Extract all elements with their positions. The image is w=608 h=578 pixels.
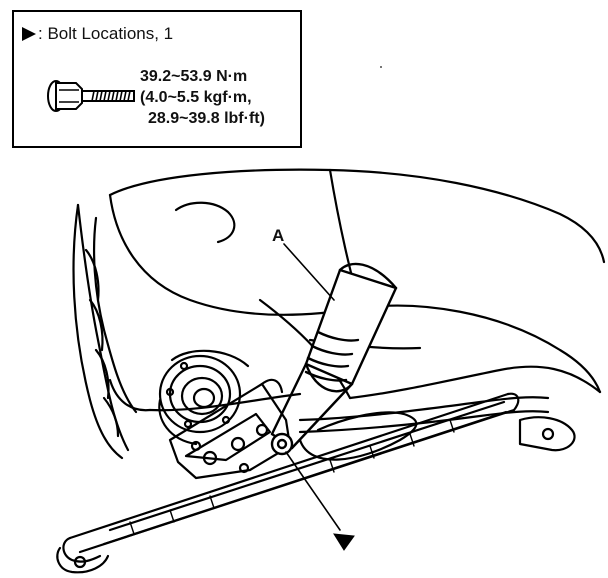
- scan-speck: [380, 66, 382, 68]
- legend-title-text: : Bolt Locations, 1: [38, 24, 174, 43]
- recliner-bracket: [168, 378, 292, 480]
- torque-lbfft: 28.9~39.8 lbf·ft): [148, 110, 265, 127]
- bolt-location-leader: [285, 451, 341, 531]
- recliner-mechanism: [158, 349, 250, 446]
- bolt-legend-box: : Bolt Locations, 1 39.2~53.9 N·m (4.0~5…: [12, 10, 302, 148]
- legend-title: : Bolt Locations, 1: [22, 24, 173, 44]
- bolt-location-arrow-icon: [333, 533, 355, 551]
- torque-kgfm: (4.0~5.5 kgf·m,: [140, 89, 252, 106]
- rail-foot-bracket: [518, 416, 576, 452]
- rail-front-foot: [56, 546, 110, 574]
- seat-back-outline: [72, 203, 152, 460]
- slide-rail: [62, 392, 520, 563]
- bolt-location-marker-icon: [22, 27, 36, 41]
- torque-spec: 39.2~53.9 N·m (4.0~5.5 kgf·m, 28.9~39.8 …: [140, 66, 265, 129]
- torque-nm: 39.2~53.9 N·m: [140, 68, 248, 85]
- buckle-anchor-bolt: [270, 432, 294, 456]
- flange-bolt-icon: [47, 80, 135, 112]
- callout-a-leader: [283, 243, 335, 301]
- seat-belt-buckle: [270, 262, 398, 450]
- buckle-cable: [298, 411, 418, 461]
- callout-a-label: A: [272, 226, 285, 245]
- seat-frame-lower: [148, 392, 550, 434]
